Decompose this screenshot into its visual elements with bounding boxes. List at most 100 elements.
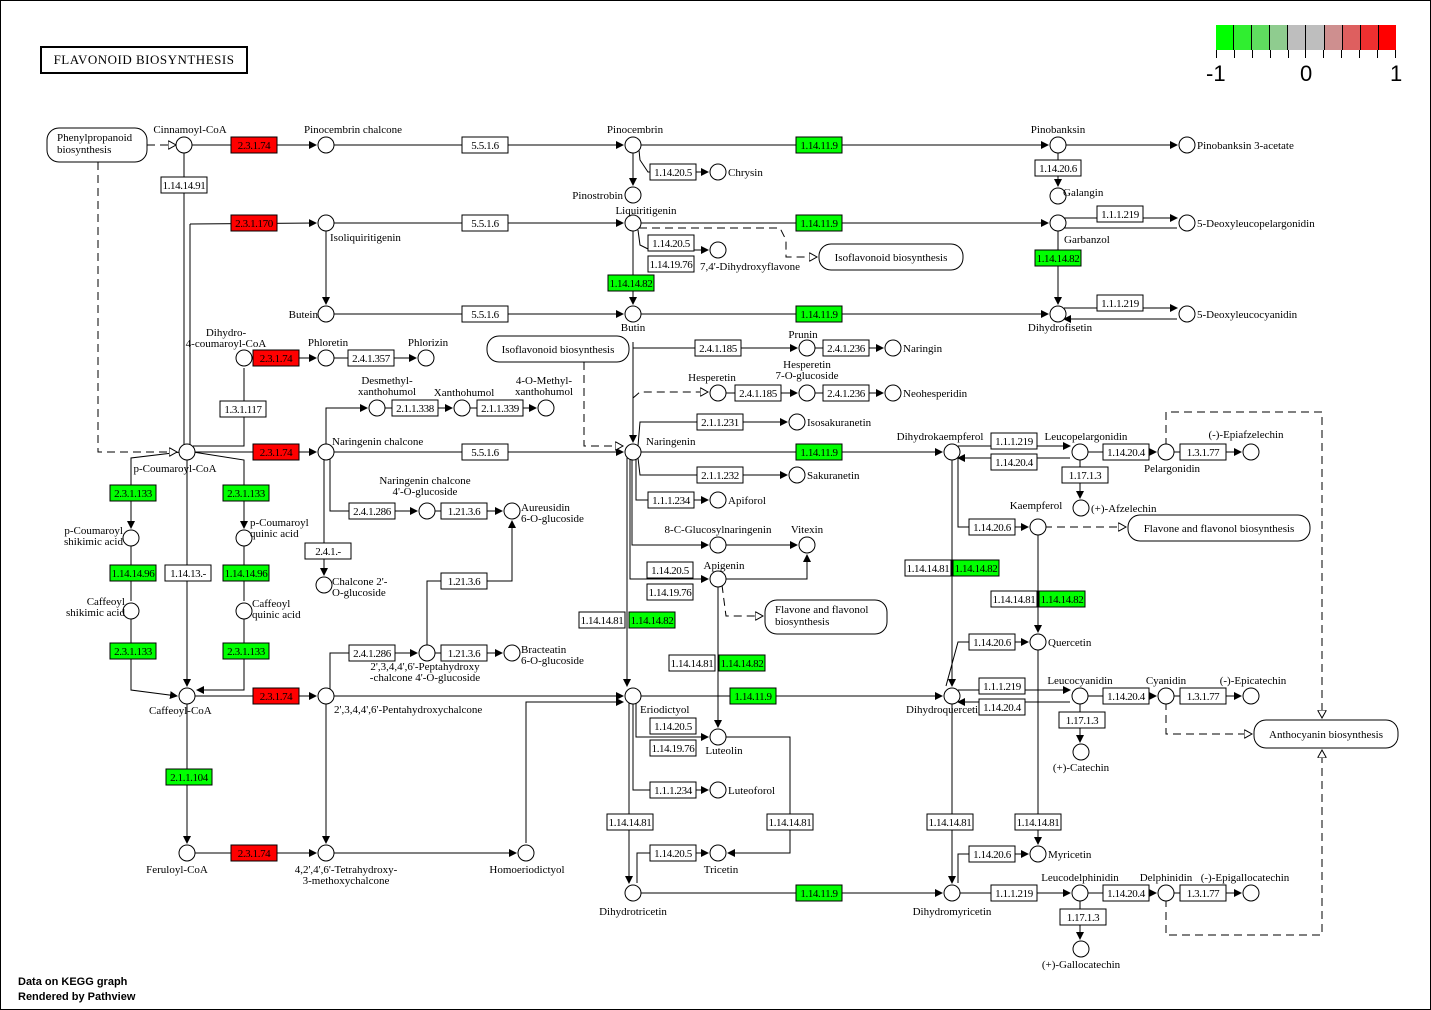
enzyme-2.3.1.74[interactable]: 2.3.1.74: [252, 349, 300, 367]
enzyme-1.14.20.5[interactable]: 1.14.20.5: [647, 234, 695, 252]
enzyme-1.21.3.6[interactable]: 1.21.3.6: [440, 644, 488, 662]
enzyme-1.14.14.82[interactable]: 1.14.14.82: [718, 654, 766, 672]
enzyme-1.14.19.76[interactable]: 1.14.19.76: [647, 255, 695, 273]
enzyme-2.4.1.357[interactable]: 2.4.1.357: [347, 349, 395, 367]
enzyme-1.14.19.76[interactable]: 1.14.19.76: [646, 583, 694, 601]
compound-phlorizin[interactable]: Phlorizin: [408, 337, 449, 367]
compound-dihydrofisetin[interactable]: Dihydrofisetin: [1028, 305, 1093, 334]
compound-epigallocatechin[interactable]: (-)-Epigallocatechin: [1201, 872, 1290, 902]
compound-eriodictyol[interactable]: Eriodictyol: [624, 687, 690, 716]
compound-dihydrotricetin[interactable]: Dihydrotricetin: [599, 884, 667, 918]
compound-pinobanksin[interactable]: Pinobanksin: [1031, 124, 1086, 154]
compound-pelargonidin[interactable]: Pelargonidin: [1144, 443, 1201, 475]
enzyme-1.3.1.77[interactable]: 1.3.1.77: [1179, 884, 1227, 902]
compound-leucodelphinidin[interactable]: Leucodelphinidin: [1041, 872, 1119, 902]
pathway-link-p2[interactable]: Isoflavonoid biosynthesis: [486, 335, 630, 363]
enzyme-1.14.20.5[interactable]: 1.14.20.5: [649, 717, 697, 735]
compound-butin[interactable]: Butin: [621, 305, 646, 334]
enzyme-1.14.20.4[interactable]: 1.14.20.4: [1102, 884, 1150, 902]
enzyme-2.3.1.74[interactable]: 2.3.1.74: [230, 844, 278, 862]
compound-gallocatechin[interactable]: (+)-Gallocatechin: [1042, 940, 1121, 971]
compound-delphinidin[interactable]: Delphinidin: [1140, 872, 1193, 902]
enzyme-1.14.14.96[interactable]: 1.14.14.96: [222, 564, 270, 582]
compound-naringin[interactable]: Naringin: [884, 339, 943, 357]
compound-epiafzelechin[interactable]: (-)-Epiafzelechin: [1208, 429, 1284, 461]
compound-tricetin[interactable]: Tricetin: [704, 844, 739, 876]
compound-leucopelargonidin[interactable]: Leucopelargonidin: [1045, 431, 1128, 461]
enzyme-1.17.1.3[interactable]: 1.17.1.3: [1058, 711, 1106, 729]
enzyme-2.4.1.-[interactable]: 2.4.1.-: [304, 542, 352, 560]
compound-apigenin[interactable]: Apigenin: [704, 560, 745, 588]
compound-catechin[interactable]: (+)-Catechin: [1053, 743, 1110, 774]
compound-desmethylxanth[interactable]: Desmethyl-xanthohumol: [358, 375, 416, 417]
compound-afzelechin[interactable]: (+)-Afzelechin: [1072, 499, 1157, 517]
enzyme-1.14.20.4[interactable]: 1.14.20.4: [990, 453, 1038, 471]
compound-prunin[interactable]: Prunin: [788, 329, 818, 357]
enzyme-2.3.1.170[interactable]: 2.3.1.170: [230, 214, 278, 232]
enzyme-1.1.1.219[interactable]: 1.1.1.219: [1096, 205, 1144, 223]
compound-quercetin[interactable]: Quercetin: [1029, 633, 1092, 651]
compound-leucocyanidin[interactable]: Leucocyanidin: [1047, 675, 1113, 705]
enzyme-1.14.19.76[interactable]: 1.14.19.76: [649, 739, 697, 757]
enzyme-2.3.1.133[interactable]: 2.3.1.133: [222, 484, 270, 502]
compound-deoxyleucocy[interactable]: 5-Deoxyleucocyanidin: [1178, 305, 1298, 323]
enzyme-2.3.1.74[interactable]: 2.3.1.74: [252, 443, 300, 461]
enzyme-1.14.14.96[interactable]: 1.14.14.96: [109, 564, 157, 582]
enzyme-2.4.1.185[interactable]: 2.4.1.185: [734, 384, 782, 402]
enzyme-1.14.14.82[interactable]: 1.14.14.82: [628, 611, 676, 629]
compound-myricetin[interactable]: Myricetin: [1029, 845, 1092, 863]
enzyme-1.14.14.82[interactable]: 1.14.14.82: [952, 559, 1000, 577]
enzyme-1.14.20.4[interactable]: 1.14.20.4: [1102, 443, 1150, 461]
compound-pinocembrin[interactable]: Pinocembrin: [607, 124, 664, 154]
compound-cyanidin[interactable]: Cyanidin: [1146, 675, 1187, 705]
compound-dihydroquercetin[interactable]: Dihydroquercetin: [906, 687, 984, 716]
compound-pcoumaroylcoa[interactable]: p-Coumaroyl-CoA: [133, 443, 217, 475]
compound-apiforol[interactable]: Apiforol: [709, 491, 766, 509]
compound-pinocembrinchalcone[interactable]: Pinocembrin chalcone: [304, 124, 402, 154]
compound-phloretin[interactable]: Phloretin: [308, 337, 349, 367]
enzyme-1.14.11.9[interactable]: 1.14.11.9: [795, 305, 843, 323]
enzyme-1.14.14.91[interactable]: 1.14.14.91: [160, 176, 208, 194]
enzyme-1.14.20.6[interactable]: 1.14.20.6: [1034, 159, 1082, 177]
enzyme-1.14.20.4[interactable]: 1.14.20.4: [1102, 687, 1150, 705]
enzyme-2.1.1.232[interactable]: 2.1.1.232: [696, 466, 744, 484]
enzyme-1.14.20.4[interactable]: 1.14.20.4: [978, 698, 1026, 716]
compound-epicatechin[interactable]: (-)-Epicatechin: [1220, 675, 1287, 705]
compound-luteoforol[interactable]: Luteoforol: [709, 781, 775, 799]
compound-chrysin[interactable]: Chrysin: [709, 163, 763, 181]
enzyme-1.14.11.9[interactable]: 1.14.11.9: [729, 687, 777, 705]
enzyme-1.3.1.77[interactable]: 1.3.1.77: [1179, 687, 1227, 705]
enzyme-2.1.1.104[interactable]: 2.1.1.104: [165, 768, 213, 786]
compound-luteolin[interactable]: Luteolin: [705, 728, 743, 757]
compound-dihydrokaempferol[interactable]: Dihydrokaempferol: [897, 431, 984, 461]
compound-homoeriodictyol[interactable]: Homoeriodictyol: [489, 844, 565, 876]
enzyme-1.17.1.3[interactable]: 1.17.1.3: [1059, 908, 1107, 926]
enzyme-5.5.1.6[interactable]: 5.5.1.6: [461, 443, 509, 461]
enzyme-1.14.20.5[interactable]: 1.14.20.5: [646, 561, 694, 579]
compound-dihydromyricetin[interactable]: Dihydromyricetin: [913, 884, 992, 918]
enzyme-1.14.11.9[interactable]: 1.14.11.9: [795, 214, 843, 232]
compound-glucosylnaringenin[interactable]: 8-C-Glucosylnaringenin: [665, 524, 772, 554]
enzyme-5.5.1.6[interactable]: 5.5.1.6: [461, 214, 509, 232]
enzyme-1.14.11.9[interactable]: 1.14.11.9: [795, 443, 843, 461]
enzyme-1.1.1.234[interactable]: 1.1.1.234: [649, 781, 697, 799]
compound-isoliquiritigenin[interactable]: Isoliquiritigenin: [317, 214, 401, 244]
enzyme-1.14.11.9[interactable]: 1.14.11.9: [795, 136, 843, 154]
enzyme-2.3.1.133[interactable]: 2.3.1.133: [109, 484, 157, 502]
compound-methylxanth[interactable]: 4-O-Methyl-xanthohumol: [515, 375, 573, 417]
enzyme-1.14.14.81[interactable]: 1.14.14.81: [904, 559, 952, 577]
compound-naringenin[interactable]: Naringenin: [624, 436, 696, 461]
pathway-link-p3[interactable]: Isoflavonoid biosynthesis: [818, 243, 964, 271]
enzyme-2.1.1.339[interactable]: 2.1.1.339: [476, 399, 524, 417]
enzyme-2.4.1.185[interactable]: 2.4.1.185: [694, 339, 742, 357]
enzyme-2.3.1.133[interactable]: 2.3.1.133: [109, 642, 157, 660]
enzyme-1.14.20.6[interactable]: 1.14.20.6: [968, 845, 1016, 863]
enzyme-1.14.11.9[interactable]: 1.14.11.9: [795, 884, 843, 902]
